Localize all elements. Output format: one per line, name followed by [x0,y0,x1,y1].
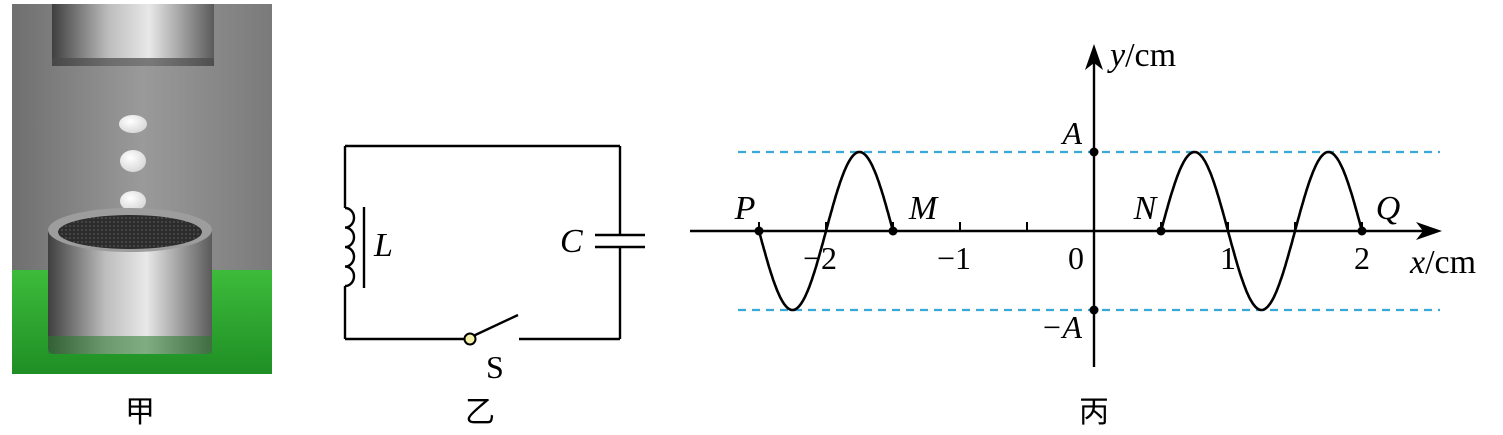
switch-label: S [486,349,504,385]
y-axis-title: y/cm [1107,37,1176,74]
point-label-M: M [908,190,939,227]
inductor-label: L [373,227,393,264]
switch-blade [470,313,519,339]
wave-graph: −2 −1 1 2 0 A −A y/cm x/cm P M N Q [690,37,1476,367]
point-N [1156,226,1166,236]
x-tick-label: −2 [803,240,837,276]
lc-circuit [343,144,645,341]
wave-curve-left [757,150,895,312]
x-axis-arrow [1416,222,1442,240]
photo-panel [12,4,272,374]
x-tick-label: 1 [1220,240,1236,276]
capacitor-label: C [560,223,583,260]
levitated-bead [119,115,147,133]
ultrasonic-transducer [48,226,212,354]
point-P [754,226,764,236]
y-tick-label: −A [1041,309,1083,345]
levitated-bead [120,191,146,211]
wave-curve-right [1159,150,1364,312]
amplitude-point [1089,305,1099,315]
point-Q [1357,226,1367,236]
upper-reflector [52,4,214,66]
point-label-N: N [1133,190,1159,227]
levitated-bead [120,150,146,172]
y-tick-label: A [1060,115,1082,151]
inductor-coil [344,206,356,288]
circuit-caption: 乙 [465,395,495,430]
amplitude-point [1089,147,1099,157]
photo-caption: 甲 [125,395,155,430]
graph-caption: 丙 [1079,395,1109,430]
point-M [888,226,898,236]
x-tick-label: −1 [937,240,971,276]
x-tick-label: 2 [1354,240,1370,276]
point-label-P: P [734,190,756,227]
point-label-Q: Q [1376,190,1401,227]
y-axis-arrow [1085,44,1103,70]
origin-label: 0 [1068,240,1084,276]
switch-terminal [463,332,477,346]
x-axis-title: x/cm [1409,244,1476,281]
